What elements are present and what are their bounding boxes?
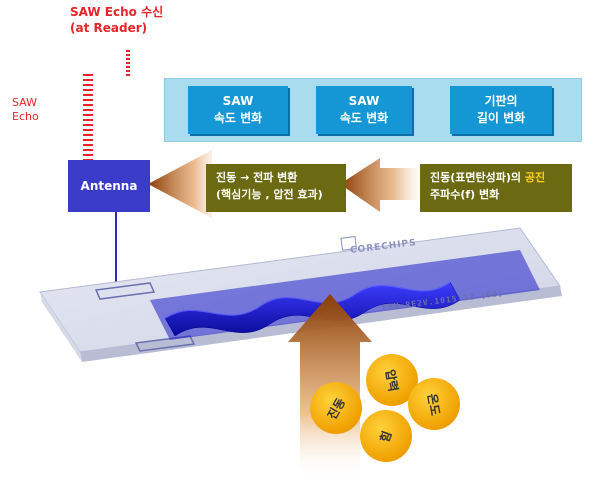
resonance-highlight: 공진 bbox=[524, 171, 546, 184]
resonance-box: 진동(표면탄성파)의 공진 주파수(f) 변화 bbox=[420, 164, 572, 212]
saw-echo-label-line2: Echo bbox=[12, 110, 39, 123]
saw-speed-box-1: SAW 속도 변화 bbox=[188, 86, 288, 134]
resonance-line1: 진동(표면탄성파)의 공진 bbox=[430, 169, 562, 186]
substrate-length-line2: 길이 변화 bbox=[476, 111, 526, 125]
saw-speed-box-2: SAW 속도 변화 bbox=[316, 86, 412, 134]
resonance-line2: 주파수(f) 변화 bbox=[430, 188, 500, 201]
resonance-line1-a: 진동(표면탄성파)의 bbox=[430, 171, 525, 184]
saw-speed-box-2-line1: SAW bbox=[348, 94, 380, 108]
saw-echo-receive-line1: SAW Echo 수신 bbox=[70, 5, 164, 19]
saw-echo-receive-line2: (at Reader) bbox=[70, 21, 148, 35]
saw-speed-box-2-line2: 속도 변화 bbox=[339, 111, 389, 125]
echo-signal-lines bbox=[83, 50, 130, 160]
conversion-box: 진동 → 전파 변환 (핵심기능 , 압전 효과) bbox=[206, 164, 346, 212]
influence-force-label: 힘 bbox=[377, 428, 395, 444]
substrate-length-box: 기판의 길이 변화 bbox=[450, 86, 552, 134]
conversion-line2: (핵심기능 , 압전 효과) bbox=[216, 188, 323, 201]
saw-chip bbox=[39, 227, 562, 362]
saw-echo-label: SAW Echo bbox=[12, 96, 39, 124]
influence-temperature-label: 온도 bbox=[424, 391, 443, 417]
conversion-line1: 진동 → 전파 변환 bbox=[216, 171, 298, 184]
saw-echo-label-line1: SAW bbox=[12, 96, 37, 109]
antenna-box: Antenna bbox=[68, 160, 150, 212]
influence-pressure-label: 압력 bbox=[382, 367, 401, 393]
influence-force: 힘 bbox=[360, 410, 412, 462]
saw-echo-receive-title: SAW Echo 수신 (at Reader) bbox=[70, 4, 163, 36]
antenna-label: Antenna bbox=[80, 179, 138, 193]
substrate-length-line1: 기판의 bbox=[484, 94, 518, 108]
influence-vibration: 진동 bbox=[310, 382, 362, 434]
influence-vibration-label: 진동 bbox=[324, 395, 349, 422]
saw-speed-box-1-line1: SAW bbox=[222, 94, 254, 108]
brown-arrow-middle bbox=[340, 158, 430, 212]
saw-speed-box-1-line2: 속도 변화 bbox=[213, 111, 263, 125]
influence-temperature: 온도 bbox=[408, 378, 460, 430]
